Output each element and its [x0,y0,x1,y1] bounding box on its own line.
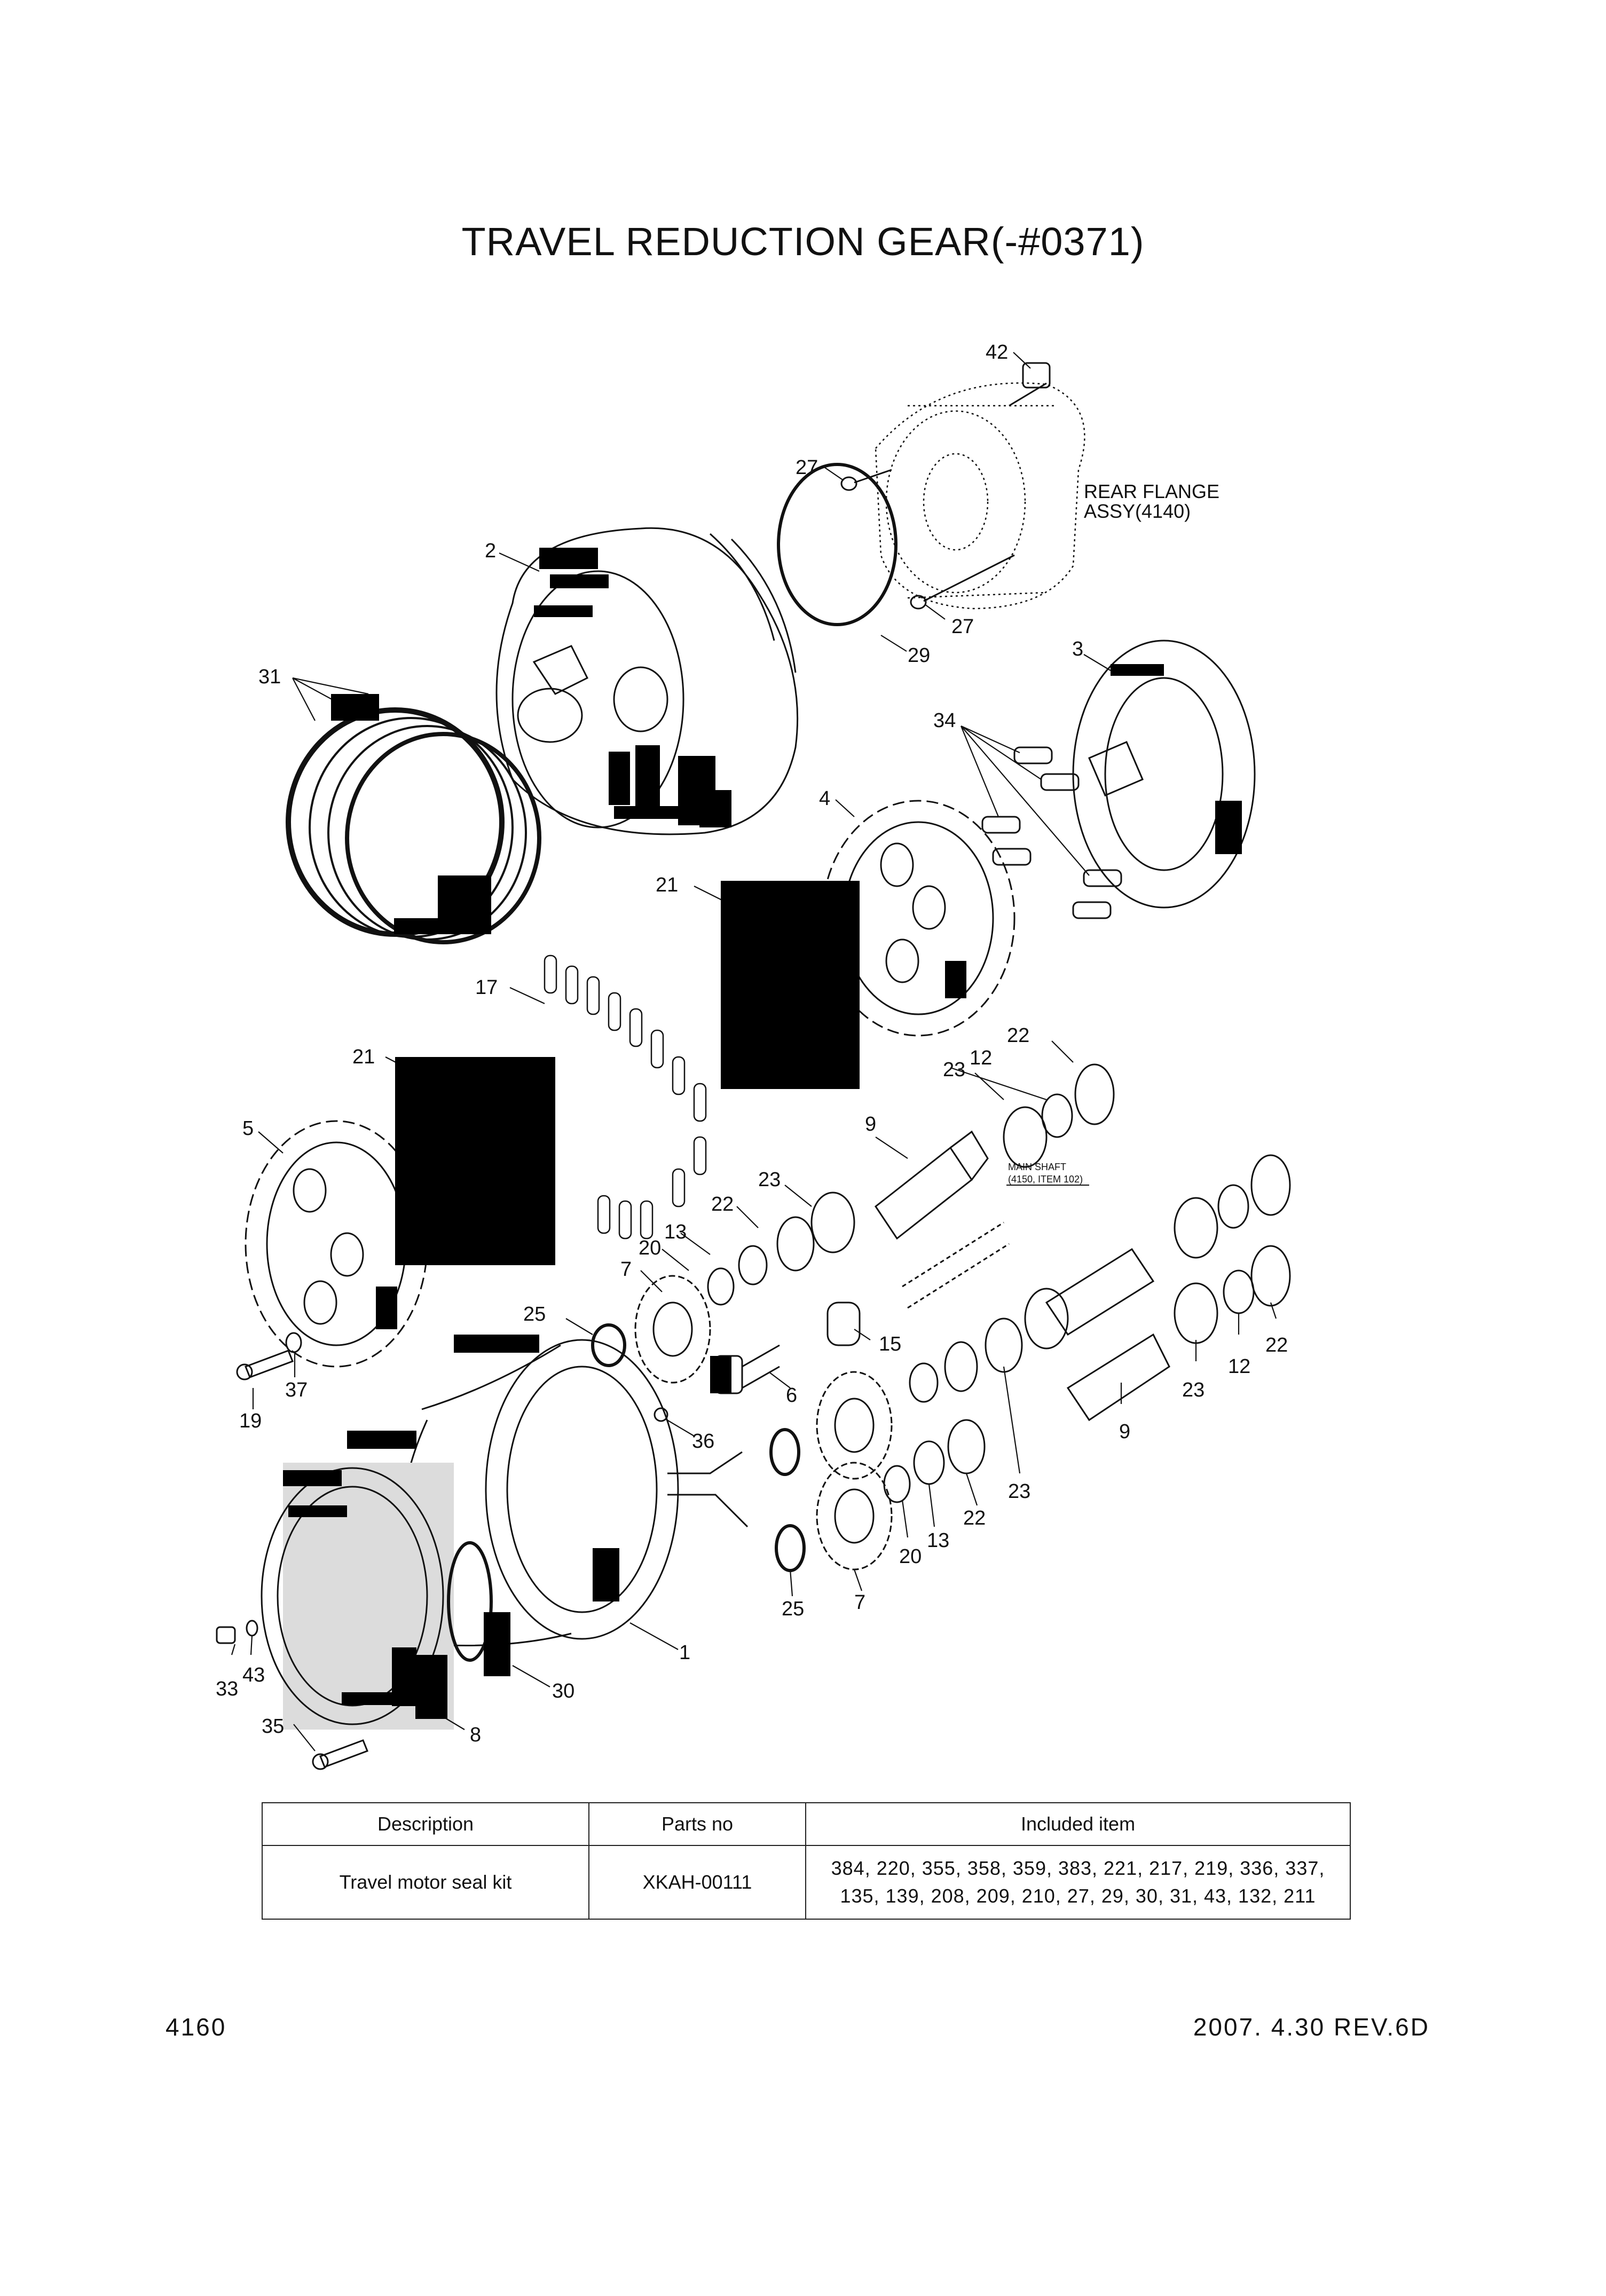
cell-parts-no: XKAH-00111 [588,1845,806,1920]
rear-flange-note-line1: REAR FLANGE [1084,480,1219,502]
rear-flange-note-line2: ASSY(4140) [1084,500,1191,522]
needle-rollers-17 [544,954,707,1240]
callout-22a: 22 [1007,1024,1029,1047]
cover-8-drawing [261,1467,444,1725]
callout-22d: 22 [1265,1334,1288,1356]
rear-flange-assy-drawing [875,382,1085,610]
table-row: Travel motor seal kit XKAH-00111 384, 22… [262,1845,1351,1920]
callout-25b: 25 [782,1598,804,1620]
main-shaft-note-line2: (4150, ITEM 102) [1008,1174,1083,1185]
callout-33: 33 [216,1678,238,1700]
callout-27a: 27 [796,456,818,479]
o-ring-29 [777,463,898,626]
callout-37: 37 [285,1379,308,1401]
callout-25a: 25 [523,1303,546,1325]
o-ring-43 [246,1620,258,1637]
o-ring-27b [910,595,927,610]
callout-22b: 22 [711,1193,734,1216]
callout-17: 17 [475,976,498,999]
callout-9a: 9 [865,1113,876,1135]
cell-included-items: 384, 220, 355, 358, 359, 383, 221, 217, … [805,1845,1351,1920]
callout-5: 5 [242,1117,254,1140]
bearings-upper [707,1063,1115,1306]
callout-3: 3 [1072,638,1083,660]
callout-23d: 23 [1182,1379,1204,1401]
callout-12a: 12 [970,1047,992,1069]
main-shaft-note-line1: MAIN SHAFT [1008,1162,1066,1172]
callout-36: 36 [692,1430,714,1453]
callout-42: 42 [986,341,1008,364]
header-description: Description [262,1802,589,1846]
callout-29: 29 [908,644,930,667]
o-ring-27a [840,476,857,491]
main-shaft-9-upper [874,1130,989,1240]
redaction-blocks [283,548,1242,1719]
callout-23c: 23 [1008,1480,1030,1503]
carrier-3-drawing [1072,640,1256,909]
callout-8: 8 [470,1724,481,1746]
callout-20a: 20 [639,1237,661,1259]
callout-1: 1 [679,1642,690,1664]
pins-34 [981,746,1122,919]
callout-23a: 23 [943,1059,965,1081]
page-number: 4160 [166,2013,227,2041]
leader-lines [231,352,1277,1751]
callout-21a: 21 [656,874,678,896]
callout-20b: 20 [899,1545,922,1568]
callout-13b: 13 [927,1529,949,1552]
table-header-row: Description Parts no Included item [262,1802,1351,1846]
plug-33 [216,1626,236,1644]
bolt-35 [319,1739,368,1768]
gear-7-upper [634,1275,711,1384]
callout-31: 31 [258,666,281,688]
bearings-right [883,1154,1291,1503]
callout-22c: 22 [963,1507,986,1529]
pin-42 [1022,362,1051,389]
callout-27b: 27 [951,616,974,638]
callout-6: 6 [786,1384,797,1407]
snap-ring-25a [591,1323,626,1367]
callout-43: 43 [242,1664,265,1686]
callout-7a: 7 [620,1258,632,1281]
o-ring-30 [447,1541,493,1662]
callout-4: 4 [819,787,830,810]
callout-34: 34 [933,709,956,732]
seal-kit-table: Description Parts no Included item Trave… [262,1802,1351,1920]
main-shaft-phantom [902,1221,1010,1309]
bolt-19 [245,1350,294,1378]
washer-37 [285,1332,302,1353]
callout-23b: 23 [758,1169,781,1191]
callout-35: 35 [262,1715,284,1738]
snap-ring-25b [769,1428,800,1476]
callouts: 42 27 27 29 2 31 3 34 4 21 17 21 22 23 1… [216,341,1288,1746]
page-title: TRAVEL REDUCTION GEAR(-#0371) [461,219,1145,264]
cell-description: Travel motor seal kit [262,1845,589,1920]
snap-ring-25c [775,1524,806,1572]
header-included-item: Included item [805,1802,1351,1846]
callout-30: 30 [552,1680,574,1702]
needle-bearing-15 [826,1301,861,1346]
callout-2: 2 [485,540,496,562]
included-items-line1: 384, 220, 355, 358, 359, 383, 221, 217, … [831,1857,1325,1879]
shafts-lower [1045,1248,1170,1422]
callout-7b: 7 [854,1591,865,1614]
callout-15: 15 [879,1333,901,1355]
callout-9b: 9 [1119,1421,1130,1443]
date-revision: 2007. 4.30 REV.6D [1193,2013,1430,2041]
callout-19: 19 [239,1410,262,1432]
header-parts-no: Parts no [588,1802,806,1846]
gear-7a [816,1371,893,1480]
included-items-line2: 135, 139, 208, 209, 210, 27, 29, 30, 31,… [840,1885,1316,1907]
callout-21b: 21 [352,1046,375,1068]
callout-12b: 12 [1228,1355,1250,1378]
callout-13a: 13 [664,1221,687,1243]
ball-36 [654,1407,668,1422]
